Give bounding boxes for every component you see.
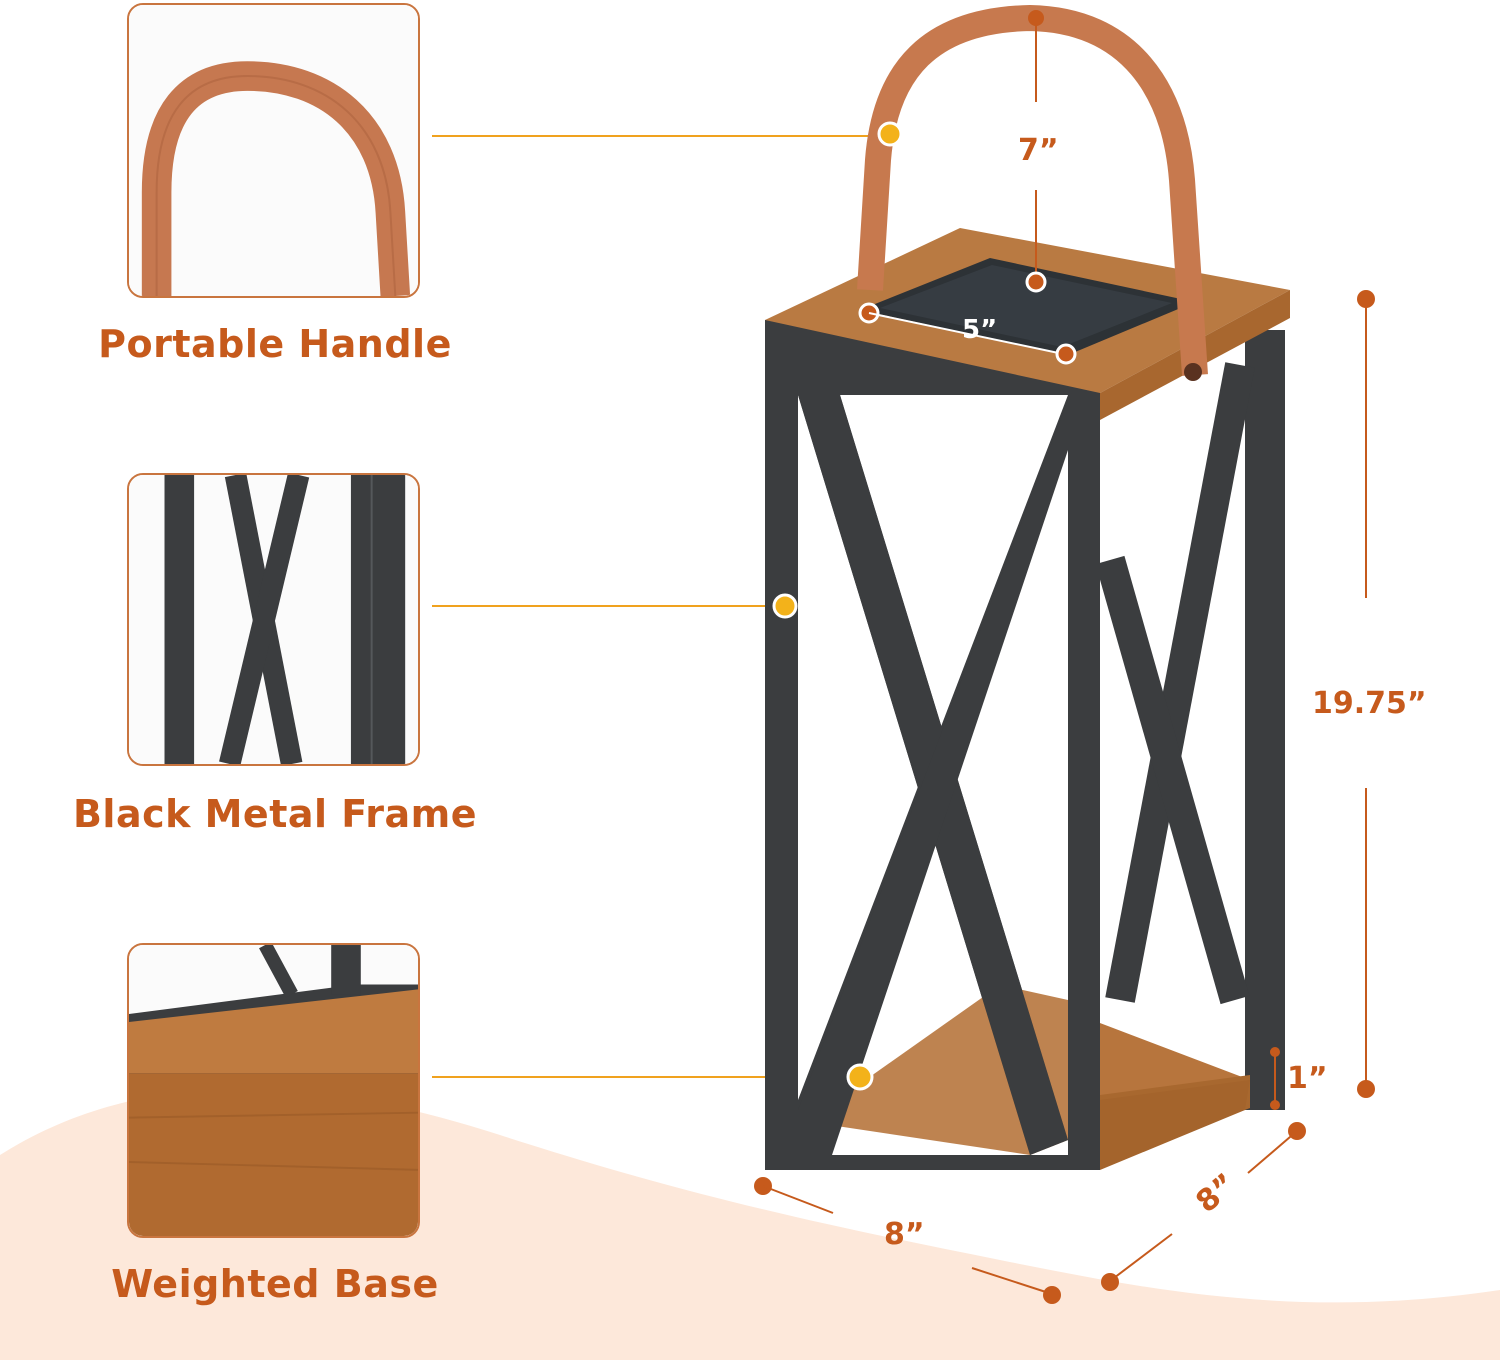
weighted-base-label: Weighted Base <box>111 1262 439 1306</box>
base-detail-card <box>127 943 420 1238</box>
base-thickness-label: 1” <box>1287 1061 1328 1096</box>
handle-callout-dot <box>877 121 903 147</box>
portable-handle-label: Portable Handle <box>98 322 452 366</box>
base-closeup-image <box>129 945 418 1236</box>
frame-detail-card <box>127 473 420 766</box>
handle-closeup-image <box>129 5 418 296</box>
frame-callout-dot <box>772 593 798 619</box>
frame-closeup-image <box>129 475 418 764</box>
panel-width-label: 5” <box>962 315 998 345</box>
black-metal-frame-label: Black Metal Frame <box>72 792 478 836</box>
total-height-label: 19.75” <box>1312 686 1427 721</box>
handle-detail-card <box>127 3 420 298</box>
front-width-label: 8” <box>884 1217 925 1252</box>
handle-height-label: 7” <box>1018 133 1059 168</box>
base-callout-dot <box>846 1063 874 1091</box>
